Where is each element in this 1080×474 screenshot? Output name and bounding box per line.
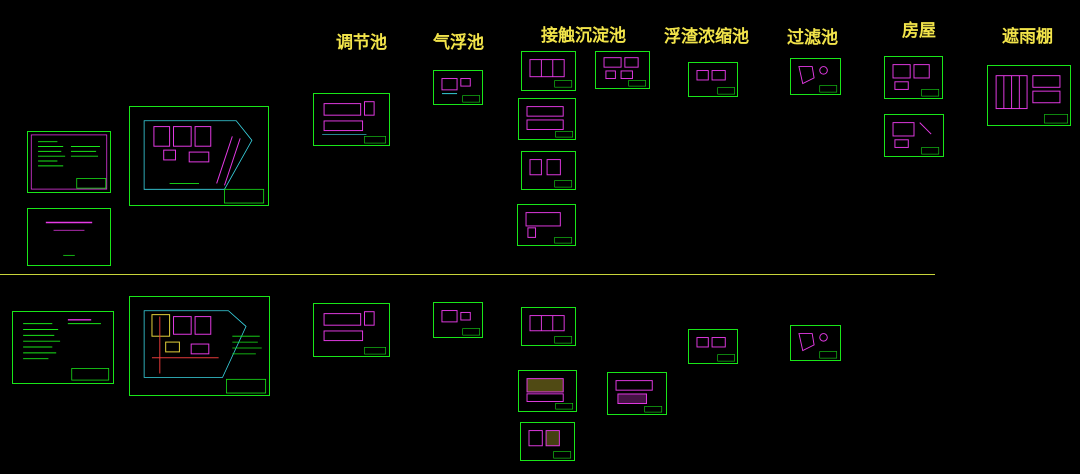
header-regulating-tank: 调节池 — [336, 33, 387, 53]
cover-sheet-graphic — [45, 221, 93, 256]
drawing-sheet-scum-thickening[interactable] — [688, 62, 738, 97]
header-air-flotation-tank: 气浮池 — [433, 33, 484, 53]
drawing-sheet-building-1[interactable] — [884, 56, 943, 99]
header-contact-sedimentation-tank: 接触沉淀池 — [541, 26, 626, 46]
drawing-sheet-contact-sedimentation-5[interactable] — [517, 204, 576, 246]
drawing-sheet-scum-thickening-b[interactable] — [688, 329, 738, 364]
building-2-graphic — [892, 122, 940, 155]
contact-sed-b4-graphic — [528, 430, 572, 459]
section-divider-line — [0, 274, 935, 275]
drawing-sheet-contact-sedimentation-b3[interactable] — [607, 372, 667, 415]
drawing-sheet-design-notes[interactable] — [27, 131, 111, 193]
air-flotation-graphic — [441, 78, 480, 103]
header-filter-tank: 过滤池 — [787, 28, 838, 48]
contact-sed-b3-graphic — [615, 380, 663, 413]
contact-sed-b1-graphic — [529, 315, 573, 344]
scum-thickening-graphic — [696, 70, 735, 95]
drawing-sheet-contact-sedimentation-b4[interactable] — [520, 422, 575, 461]
air-flotation-b-graphic — [441, 310, 481, 336]
building-1-graphic — [892, 64, 940, 97]
drawing-sheet-air-flotation-b[interactable] — [433, 302, 483, 338]
drawing-sheet-contact-sedimentation-b2[interactable] — [518, 370, 577, 412]
regulating-tank-b-graphic — [323, 311, 386, 355]
drawing-sheet-contact-sedimentation-b1[interactable] — [521, 307, 576, 346]
contact-sed-b2-graphic — [526, 378, 574, 410]
header-rain-shelter: 遮雨棚 — [1002, 27, 1053, 47]
drawing-sheet-contact-sedimentation-4[interactable] — [521, 151, 576, 190]
drawing-sheet-air-flotation[interactable] — [433, 70, 483, 105]
regulating-tank-graphic — [322, 101, 386, 144]
contact-sed-1-graphic — [529, 59, 573, 88]
contact-sed-3-graphic — [526, 106, 573, 138]
notes-sheet-b-graphic — [23, 319, 110, 381]
contact-sed-2-graphic — [603, 57, 646, 87]
header-scum-thickening-tank: 浮渣浓缩池 — [664, 27, 749, 47]
contact-sed-5-graphic — [525, 212, 573, 244]
drawing-sheet-filter-tank[interactable] — [790, 58, 841, 95]
drawing-sheet-contact-sedimentation-3[interactable] — [518, 98, 576, 140]
drawing-sheet-design-notes-b[interactable] — [12, 311, 114, 384]
header-building: 房屋 — [902, 21, 936, 41]
drawing-sheet-regulating-tank-b[interactable] — [313, 303, 390, 357]
drawing-sheet-site-plan-b[interactable] — [129, 296, 270, 396]
drawing-sheet-contact-sedimentation-1[interactable] — [521, 51, 576, 91]
site-plan-b-graphic — [143, 310, 267, 394]
rain-shelter-graphic — [995, 75, 1068, 124]
drawing-sheet-rain-shelter[interactable] — [987, 65, 1071, 126]
site-plan-graphic — [143, 120, 265, 204]
scum-thickening-b-graphic — [696, 337, 735, 362]
drawing-sheet-cover[interactable] — [27, 208, 111, 266]
notes-sheet-graphic — [30, 134, 108, 190]
drawing-sheet-contact-sedimentation-2[interactable] — [595, 51, 650, 89]
filter-tank-graphic — [798, 66, 838, 93]
drawing-sheet-site-plan[interactable] — [129, 106, 269, 206]
drawing-sheet-regulating-tank[interactable] — [313, 93, 390, 146]
filter-tank-b-graphic — [798, 333, 838, 359]
contact-sed-4-graphic — [529, 159, 573, 188]
drawing-sheet-building-2[interactable] — [884, 114, 944, 157]
drawing-sheet-filter-tank-b[interactable] — [790, 325, 841, 361]
